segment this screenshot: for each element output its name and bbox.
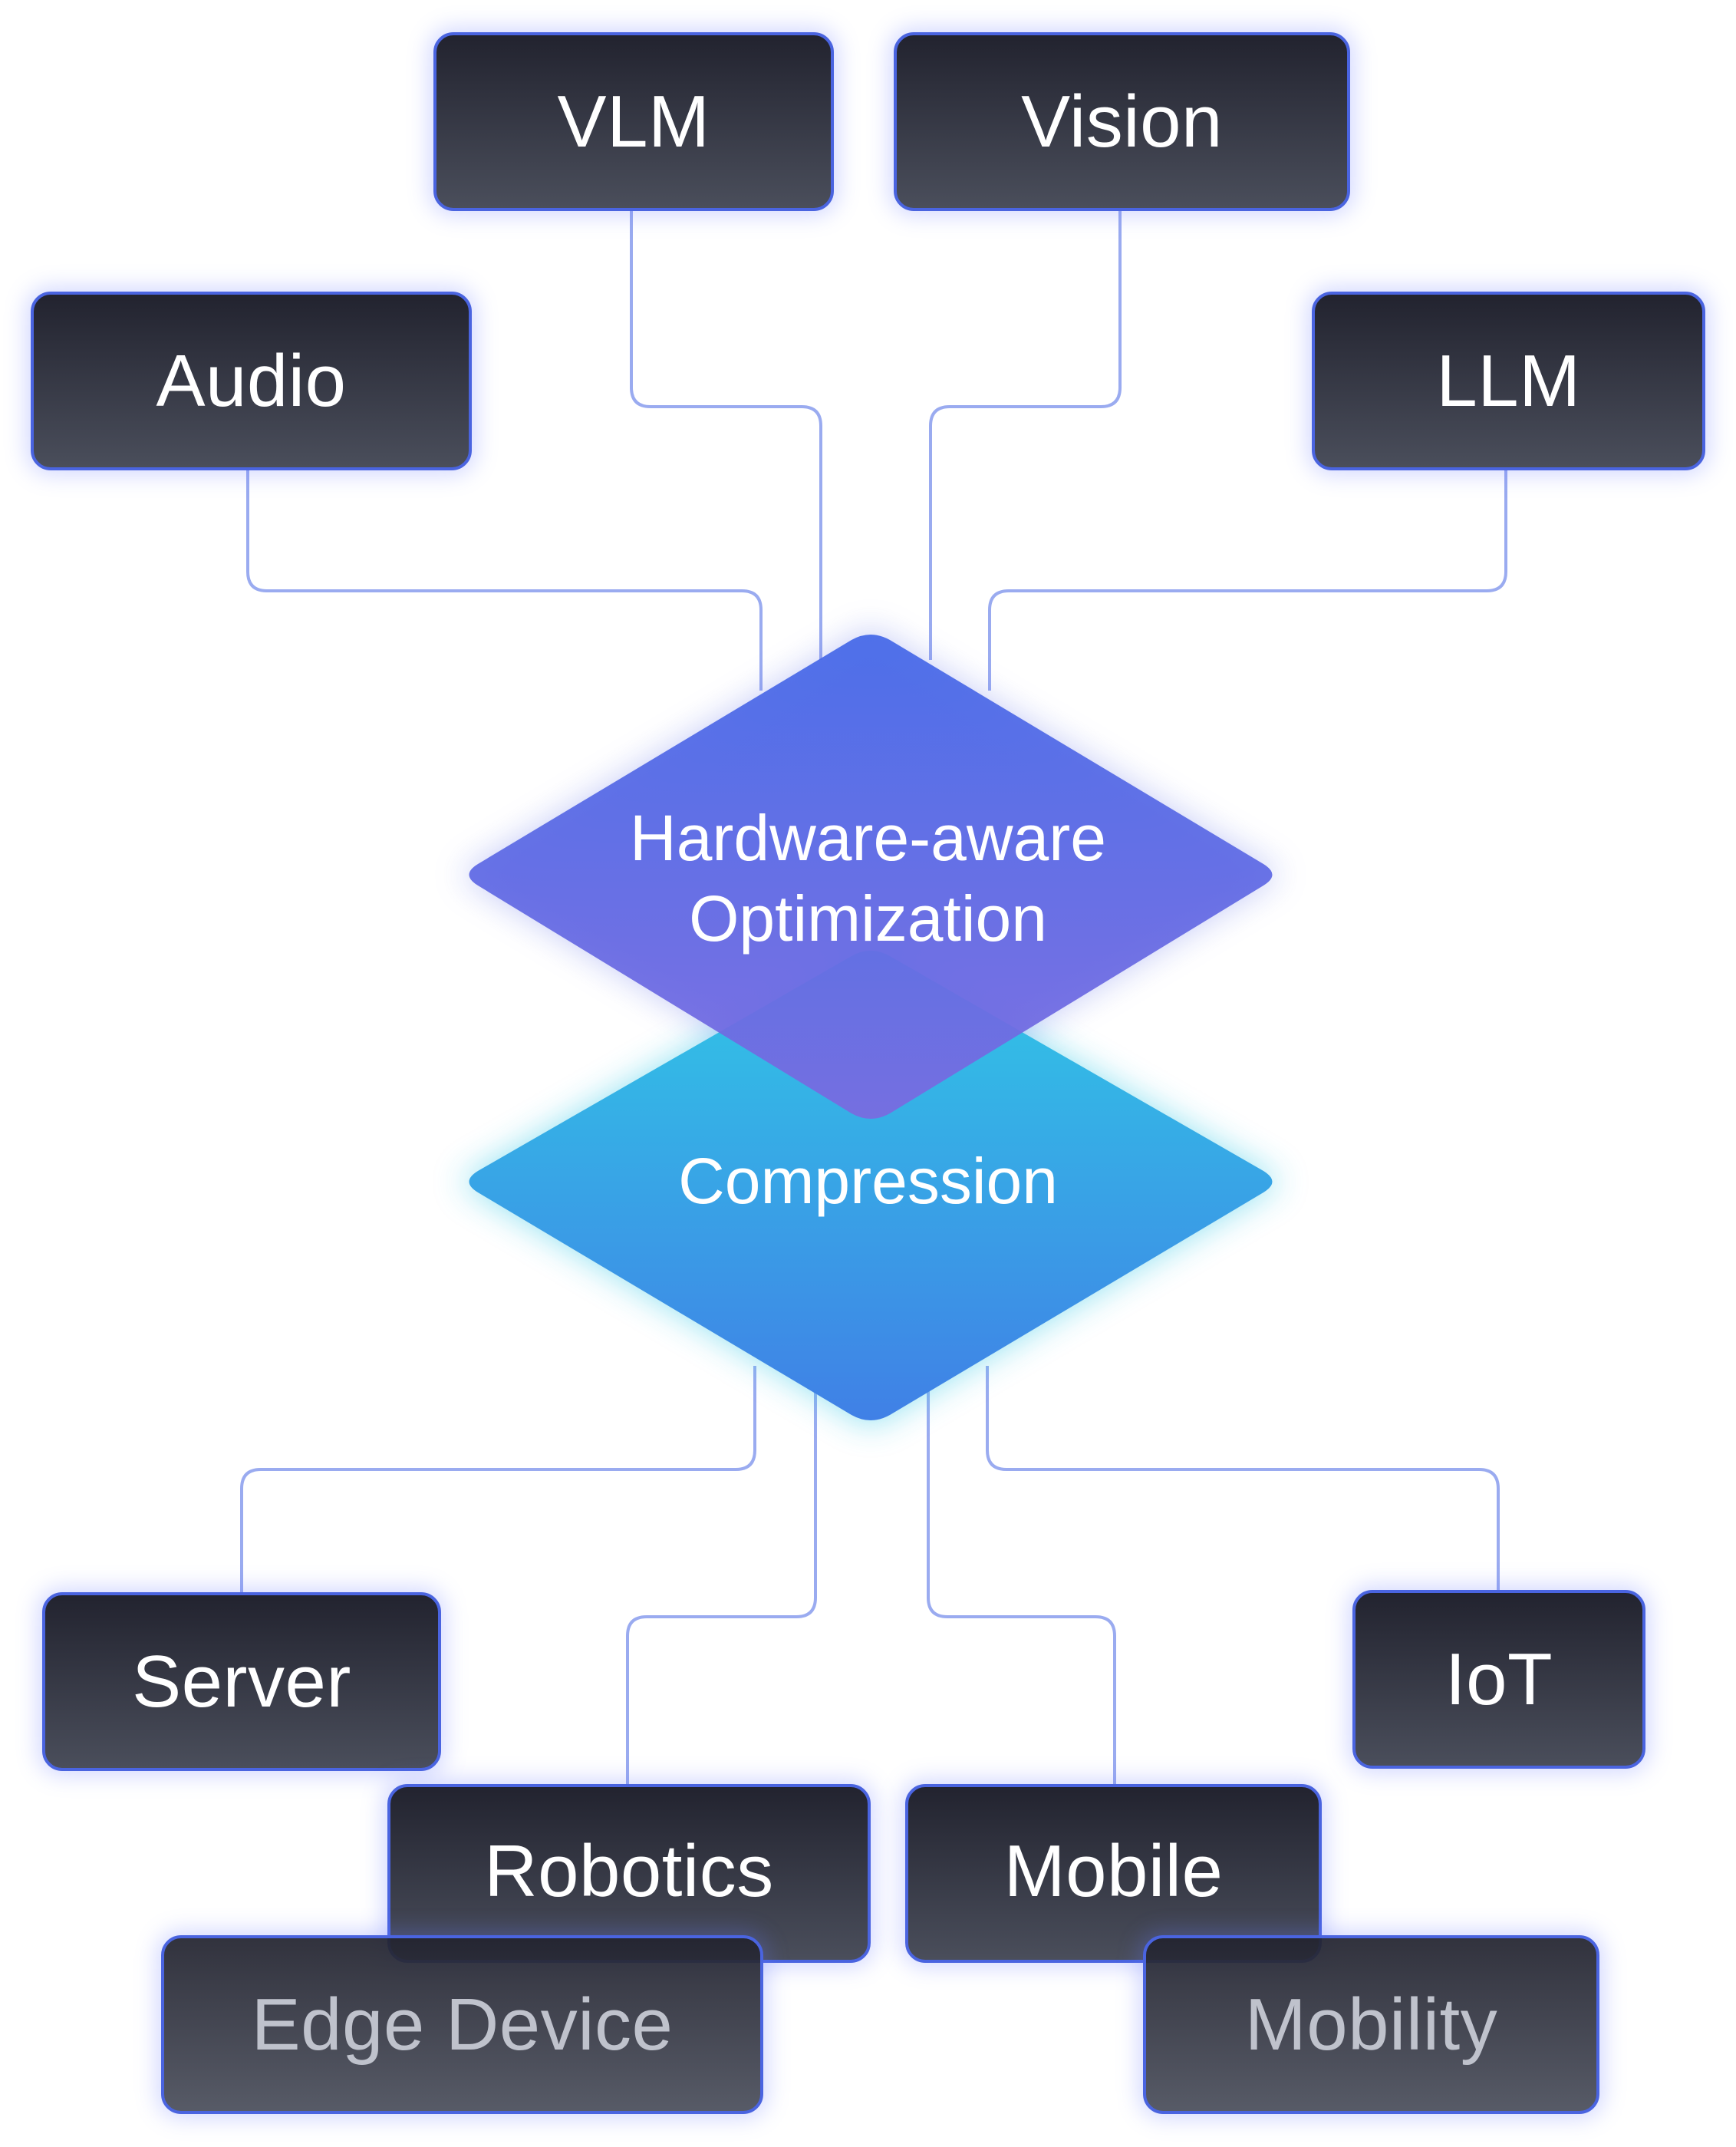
connector-mobile: [927, 1381, 1116, 1784]
connectors-inputs: [246, 211, 1507, 691]
connector-audio: [246, 470, 763, 691]
connector-llm: [988, 470, 1507, 691]
node-server: Server: [42, 1592, 441, 1771]
connector-vlm: [630, 211, 822, 660]
node-edge-device: Edge Device: [161, 1935, 763, 2114]
node-mobile: Mobile: [905, 1784, 1322, 1963]
node-iot: IoT: [1352, 1590, 1645, 1769]
node-vision: Vision: [894, 32, 1350, 211]
optimization-label: Hardware-aware Optimization: [0, 798, 1736, 959]
node-robotics: Robotics: [387, 1784, 871, 1963]
connectors-targets: [240, 1366, 1500, 1784]
optimization-diamond: [469, 635, 1273, 1119]
node-llm: LLM: [1312, 292, 1705, 470]
optimization-label-line2: Optimization: [689, 882, 1047, 955]
node-vlm: VLM: [433, 32, 834, 211]
connector-server: [240, 1366, 756, 1592]
connector-iot: [986, 1366, 1500, 1590]
optimization-label-line1: Hardware-aware: [630, 802, 1106, 874]
node-mobility: Mobility: [1143, 1935, 1599, 2114]
node-audio: Audio: [31, 292, 472, 470]
connector-vision: [929, 211, 1122, 660]
compression-label: Compression: [678, 1145, 1058, 1217]
connector-robotics: [626, 1381, 817, 1784]
compression-diamond: [469, 951, 1273, 1420]
